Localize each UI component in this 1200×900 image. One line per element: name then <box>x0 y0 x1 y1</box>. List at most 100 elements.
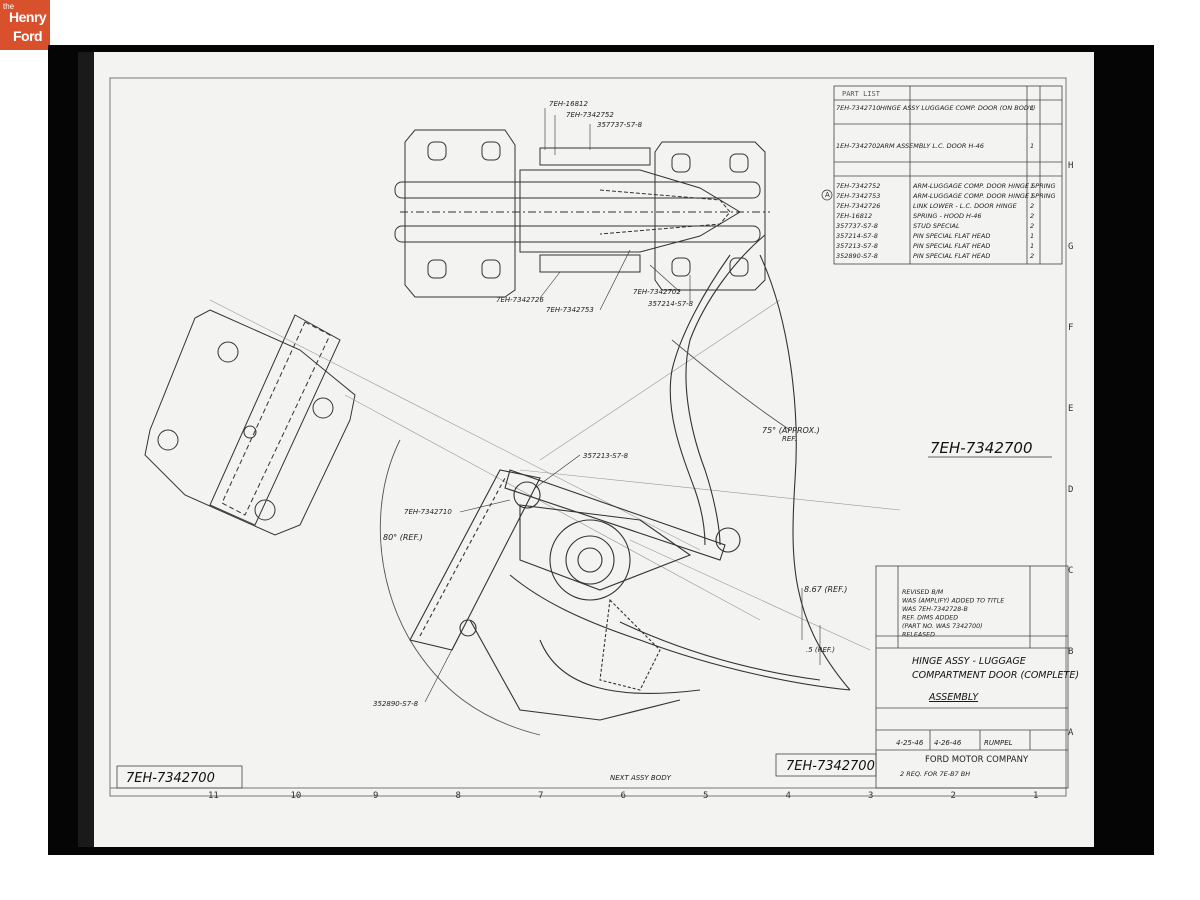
column-number: 6 <box>621 791 626 801</box>
row-letter: E <box>1068 404 1073 414</box>
callout-arm-spring-2: 7EH-7342753 <box>546 306 594 314</box>
column-number: 4 <box>786 791 791 801</box>
parts-list-part-number: 1EH-7342702 <box>836 142 880 150</box>
column-number: 7 <box>538 791 543 801</box>
callout-arm-spring: 7EH-7342752 <box>566 111 614 119</box>
row-letter: D <box>1068 485 1073 495</box>
parts-list-part-number: 357214-S7-8 <box>836 232 878 240</box>
date-checked: 4-26-46 <box>934 739 962 747</box>
column-number: 5 <box>703 791 708 801</box>
leader-lines <box>424 108 821 703</box>
column-number: 9 <box>373 791 378 801</box>
logo-line-1: Henry <box>9 9 47 25</box>
henry-ford-logo: the Henry Ford <box>0 0 50 50</box>
parts-list-quantity: 1 <box>1030 192 1034 200</box>
revision-line: REF. DIMS ADDED <box>902 615 958 622</box>
company-name: FORD MOTOR COMPANY <box>925 755 1029 765</box>
parts-list-part-number: 357737-S7-8 <box>836 222 878 230</box>
row-letter-strip: H G F E D C B A <box>1068 161 1074 738</box>
angle-80-label: 80° (REF.) <box>383 533 423 542</box>
logo-small-text: the <box>3 2 15 11</box>
drawing-border <box>109 77 1067 797</box>
parts-list-description: SPRING - HOOD H-46 <box>913 212 982 220</box>
drawing-number-left: 7EH-7342700 <box>126 771 215 786</box>
drawing-number-main: 7EH-7342700 <box>930 439 1033 457</box>
angle-75-label: 75° (APPROX.) <box>762 426 820 435</box>
column-number: 2 <box>951 791 956 801</box>
hinge-plan-view <box>394 129 770 298</box>
parts-list-quantity: 1 <box>1030 142 1034 150</box>
callout-arm-assembly: 7EH-7342702 <box>633 288 681 296</box>
column-number: 10 <box>291 791 302 801</box>
parts-list-header: PART LIST <box>842 90 881 98</box>
parts-list-quantity: 1 <box>1030 182 1034 190</box>
drawing-sheet <box>92 52 1094 847</box>
row-letter: G <box>1068 242 1073 252</box>
parts-list-part-number: 7EH-7342752 <box>836 182 880 190</box>
parts-list-description: STUD SPECIAL <box>913 222 960 230</box>
parts-list-part-number: 352890-S7-8 <box>836 252 878 260</box>
drawn-by: RUMPEL <box>984 739 1013 747</box>
hinge-plate-view <box>144 309 356 536</box>
row-letter: B <box>1068 647 1073 657</box>
angle-dimension-arcs <box>379 339 791 736</box>
row-letter: F <box>1068 323 1073 333</box>
parts-list-quantity: 2 <box>1030 212 1034 220</box>
parts-list-description: PIN SPECIAL FLAT HEAD <box>913 232 990 240</box>
parts-list-table <box>833 85 1063 265</box>
required-note: 2 REQ. FOR 7E-B7 BH <box>900 770 970 778</box>
parts-list-description: ARM-LUGGAGE COMP. DOOR HINGE SPRING <box>912 192 1056 200</box>
title-line-2: COMPARTMENT DOOR (COMPLETE) <box>912 670 1079 681</box>
drawing-subtitle: ASSEMBLY <box>928 692 979 703</box>
callout-hinge-arm: 7EH-7342710 <box>404 508 452 516</box>
revision-line: WAS 7EH-7342728-B <box>902 606 968 613</box>
angle-75-ref: REF. <box>782 435 797 443</box>
parts-list-quantity: 2 <box>1030 252 1034 260</box>
dimension-8-67: 8.67 (REF.) <box>804 585 847 594</box>
revision-entries: REVISED B/M WAS (AMPLIFY) ADDED TO TITLEW… <box>902 589 1004 639</box>
parts-list-part-number: 7EH-16812 <box>836 212 872 220</box>
parts-list-description: HINGE ASSY LUGGAGE COMP. DOOR (ON BODY) <box>880 104 1035 112</box>
parts-list-quantity: 1 <box>1030 104 1034 112</box>
parts-list-quantity: 2 <box>1030 202 1034 210</box>
parts-list-part-number: 7EH-7342753 <box>836 192 880 200</box>
parts-list-description: PIN SPECIAL FLAT HEAD <box>913 242 990 250</box>
callout-pin: 357214-S7-8 <box>648 300 694 308</box>
callout-link: 7EH-7342726 <box>496 296 544 304</box>
parts-list-quantity: 1 <box>1030 232 1034 240</box>
dimension-0-5: .5 (REF.) <box>806 646 835 654</box>
revision-line: REVISED B/M <box>902 589 944 596</box>
row-letter: A <box>1068 728 1074 738</box>
revision-line: (PART NO. WAS 7342700) <box>902 623 983 630</box>
row-letter: C <box>1068 566 1073 576</box>
column-number: 11 <box>208 791 219 801</box>
logo-line-2: Ford <box>13 28 43 44</box>
construction-lines <box>209 299 901 651</box>
date-drawn: 4-25-46 <box>896 739 924 747</box>
binding-strip <box>78 52 94 847</box>
title-line-1: HINGE ASSY - LUGGAGE <box>912 656 1026 667</box>
callout-pin-bottom: 352890-S7-8 <box>373 700 419 708</box>
parts-list-part-number: 357213-S7-8 <box>836 242 878 250</box>
parts-list-part-number: 7EH-7342726 <box>836 202 880 210</box>
callout-stud: 357737-S7-8 <box>597 121 643 129</box>
next-assembly-note: NEXT ASSY BODY <box>610 774 672 782</box>
revision-marker: A <box>825 191 830 199</box>
parts-list-description: PIN SPECIAL FLAT HEAD <box>913 252 990 260</box>
parts-list-quantity: 1 <box>1030 242 1034 250</box>
column-number: 3 <box>868 791 873 801</box>
parts-list-quantity: 2 <box>1030 222 1034 230</box>
callout-pin-top: 357213-S7-8 <box>583 452 629 460</box>
title-block <box>875 565 1069 789</box>
revision-line: WAS (AMPLIFY) ADDED TO TITLE <box>902 598 1004 605</box>
callout-spring: 7EH-16812 <box>549 100 588 108</box>
parts-list-description: ARM ASSEMBLY L.C. DOOR H-46 <box>879 142 984 150</box>
row-letter: H <box>1068 161 1073 171</box>
revision-line: RELEASED <box>902 632 935 639</box>
column-number: 1 <box>1033 791 1038 801</box>
parts-list-description: ARM-LUGGAGE COMP. DOOR HINGE SPRING <box>912 182 1056 190</box>
